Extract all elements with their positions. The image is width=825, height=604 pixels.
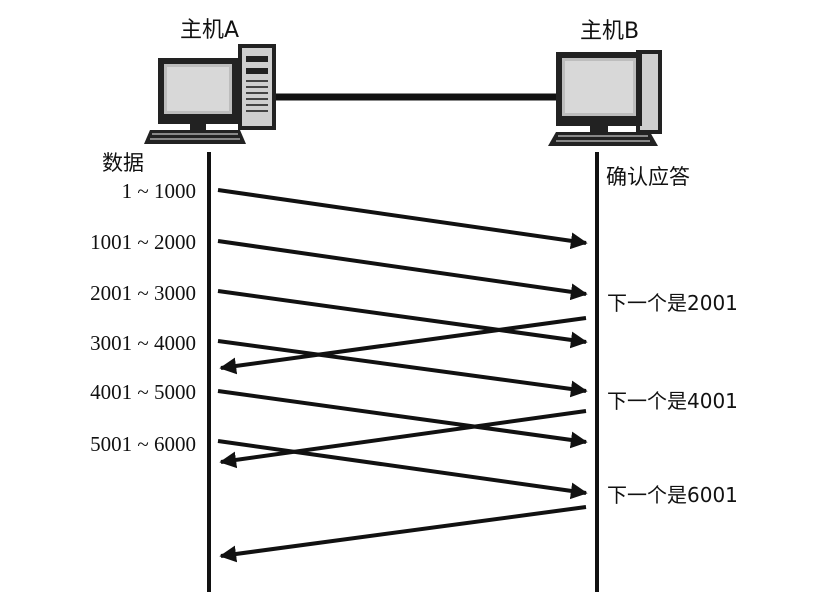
host-a-computer-icon [144, 44, 276, 144]
host-b-label: 主机B [580, 19, 639, 44]
data-segment-arrow [218, 190, 586, 243]
ack-label: 下一个是2001 [607, 291, 738, 315]
data-segment-arrow [218, 241, 586, 294]
data-segment-arrow [218, 391, 586, 442]
host-a-label: 主机A [180, 18, 239, 43]
ack-label: 下一个是4001 [607, 389, 738, 413]
segment-label: 5001 ~ 6000 [90, 432, 196, 456]
ack-arrow [221, 318, 586, 368]
data-heading: 数据 [102, 151, 144, 175]
segment-label: 1 ~ 1000 [122, 179, 196, 203]
ack-arrow [221, 507, 586, 556]
segment-label: 2001 ~ 3000 [90, 281, 196, 305]
ack-label: 下一个是6001 [607, 483, 738, 507]
segment-label: 4001 ~ 5000 [90, 380, 196, 404]
data-segment-arrow [218, 441, 586, 493]
data-segment-arrow [218, 341, 586, 391]
segment-label: 1001 ~ 2000 [90, 230, 196, 254]
host-b-computer-icon [548, 50, 662, 146]
segment-label: 3001 ~ 4000 [90, 331, 196, 355]
data-segment-arrow [218, 291, 586, 342]
ack-heading: 确认应答 [606, 165, 690, 189]
